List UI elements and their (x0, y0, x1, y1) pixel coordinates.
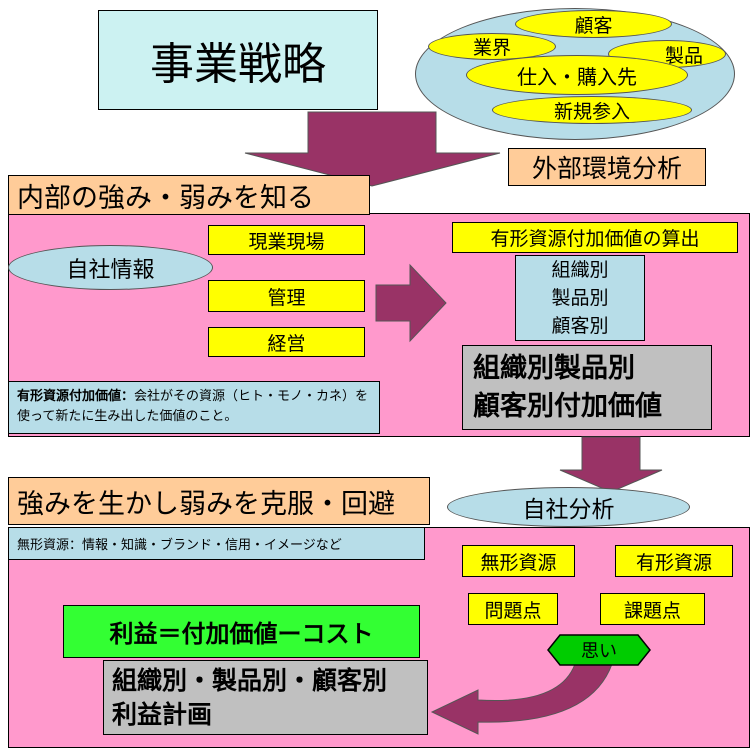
level-executive: 経営 (208, 327, 365, 357)
tag-intangible: 無形資源 (462, 545, 575, 577)
breakdown-customer: 顧客別 (551, 315, 609, 337)
item-new-entrants: 新規参入 (492, 96, 692, 124)
feeling-label: 思い (581, 641, 617, 662)
level-field: 現業現場 (208, 225, 365, 255)
external-analysis-label: 外部環境分析 (508, 148, 706, 186)
internal-header: 内部の強み・弱みを知る (8, 175, 370, 215)
profit-formula: 利益＝付加価値ーコスト (63, 605, 420, 658)
definition-term: 有形資源付加価値： (17, 389, 135, 404)
level-management: 管理 (208, 280, 365, 312)
profit-plan: 組織別・製品別・顧客別 利益計画 (103, 660, 428, 735)
value-added-result: 組織別製品別 顧客別付加価値 (462, 345, 712, 430)
plan-line-2: 利益計画 (112, 699, 213, 729)
tag-tangible: 有形資源 (615, 545, 733, 577)
definition-box: 有形資源付加価値：会社がその資源（ヒト・モノ・カネ）を使って新たに生み出した価値… (8, 381, 380, 434)
item-suppliers: 仕入・購入先 (466, 55, 688, 95)
tag-issues: 課題点 (600, 593, 705, 625)
plan-line-1: 組織別・製品別・顧客別 (112, 665, 388, 695)
tag-problems: 問題点 (468, 593, 558, 625)
company-info-ellipse: 自社情報 (8, 245, 213, 290)
breakdown-product: 製品別 (551, 287, 609, 309)
item-customers: 顧客 (515, 10, 672, 38)
title-box: 事業戦略 (98, 10, 378, 110)
intangible-note: 無形資源：情報・知識・ブランド・信用・イメージなど (8, 527, 425, 560)
result-line-1: 組織別製品別 (473, 352, 635, 384)
result-line-2: 顧客別付加価値 (473, 390, 662, 422)
breakdown-org: 組織別 (551, 259, 609, 281)
breakdown-box: 組織別 製品別 顧客別 (515, 255, 645, 341)
definition-text: 会社がその資源（ヒト・モノ・カネ）を使って新たに生み出した価値のこと。 (17, 389, 369, 424)
tangible-value-calc: 有形資源付加価値の算出 (452, 222, 738, 253)
strategy-header: 強みを生かし弱みを克服・回避 (8, 477, 430, 525)
self-analysis-ellipse: 自社分析 (447, 487, 690, 527)
